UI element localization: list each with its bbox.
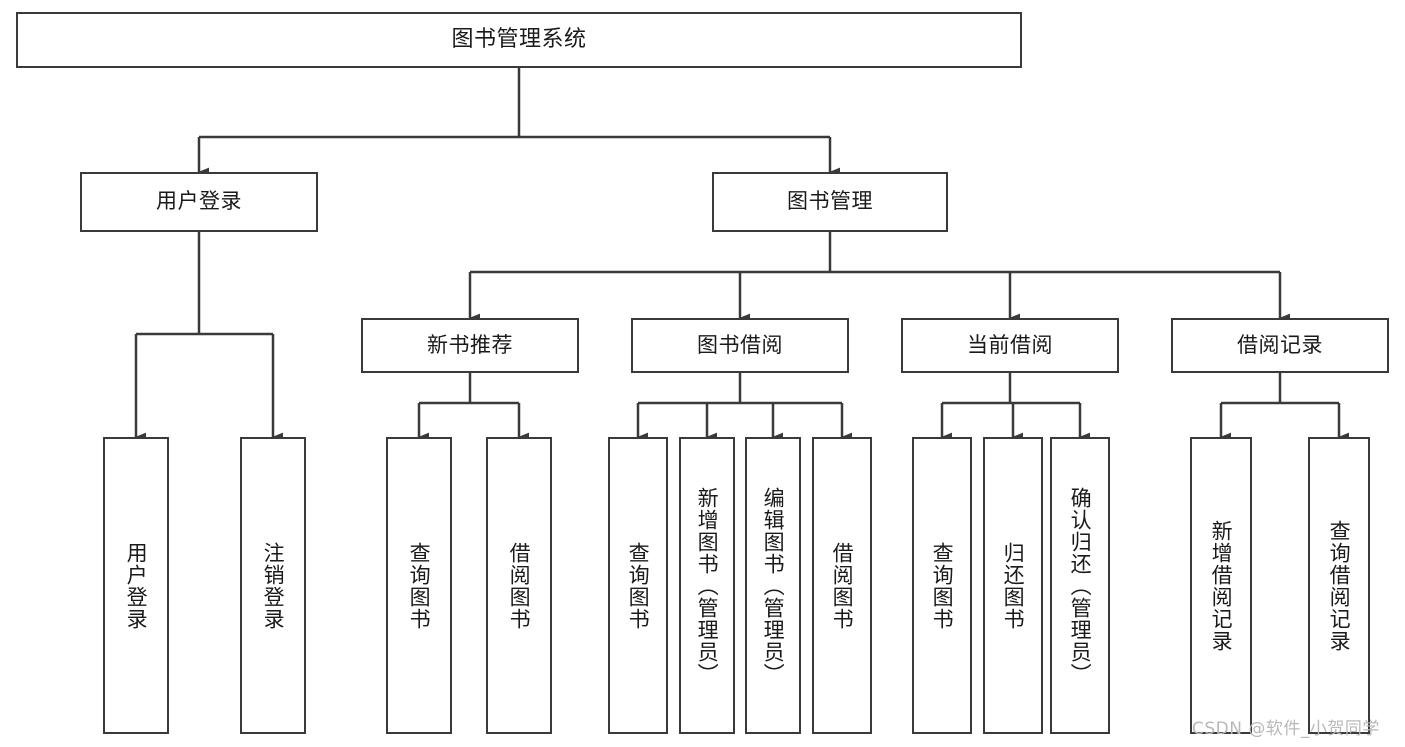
leaf-node-10[interactable]: 归还图书	[983, 437, 1043, 734]
leaf-node-13[interactable]: 查询借阅记录	[1308, 437, 1370, 734]
leaf-node-5[interactable]: 查询图书	[608, 437, 668, 734]
module-node-2[interactable]: 图书借阅	[631, 318, 849, 373]
leaf-node-1[interactable]: 用户登录	[103, 437, 169, 734]
leaf-node-11[interactable]: 确认归还（管理员）	[1050, 437, 1110, 734]
leaf-node-label: 新增借阅记录	[1209, 519, 1234, 652]
leaf-node-label: 借阅图书	[830, 541, 855, 630]
branch-node-2[interactable]: 图书管理	[712, 172, 948, 232]
node-label: 新书推荐	[427, 332, 513, 357]
leaf-node-2[interactable]: 注销登录	[240, 437, 306, 734]
leaf-node-4[interactable]: 借阅图书	[486, 437, 552, 734]
leaf-node-label: 归还图书	[1001, 541, 1026, 630]
leaf-node-label: 借阅图书	[507, 541, 532, 630]
leaf-node-3[interactable]: 查询图书	[386, 437, 452, 734]
module-node-4[interactable]: 借阅记录	[1171, 318, 1389, 373]
leaf-node-12[interactable]: 新增借阅记录	[1190, 437, 1252, 734]
leaf-node-9[interactable]: 查询图书	[912, 437, 972, 734]
node-label: 借阅记录	[1237, 332, 1323, 357]
node-label: 图书借阅	[697, 332, 783, 357]
leaf-node-label: 确认归还（管理员）	[1068, 486, 1093, 685]
leaf-node-6[interactable]: 新增图书（管理员）	[679, 437, 735, 734]
node-label: 用户登录	[156, 189, 242, 214]
node-label: 当前借阅	[967, 332, 1053, 357]
node-label: 图书管理系统	[451, 26, 587, 52]
leaf-node-8[interactable]: 借阅图书	[812, 437, 872, 734]
leaf-node-label: 新增图书（管理员）	[695, 486, 720, 685]
leaf-node-7[interactable]: 编辑图书（管理员）	[745, 437, 801, 734]
leaf-node-label: 查询图书	[407, 541, 432, 630]
csdn-watermark: CSDN @软件_小贺同学	[1192, 719, 1380, 739]
module-node-3[interactable]: 当前借阅	[901, 318, 1119, 373]
leaf-node-label: 编辑图书（管理员）	[761, 486, 786, 685]
leaf-node-label: 查询借阅记录	[1327, 519, 1352, 652]
leaf-node-label: 查询图书	[626, 541, 651, 630]
root-node-book-management-system[interactable]: 图书管理系统	[16, 12, 1022, 68]
leaf-node-label: 查询图书	[930, 541, 955, 630]
leaf-node-label: 注销登录	[261, 541, 286, 630]
node-label: 图书管理	[787, 189, 873, 214]
branch-node-1[interactable]: 用户登录	[80, 172, 318, 232]
leaf-node-label: 用户登录	[124, 541, 149, 630]
module-node-1[interactable]: 新书推荐	[361, 318, 579, 373]
